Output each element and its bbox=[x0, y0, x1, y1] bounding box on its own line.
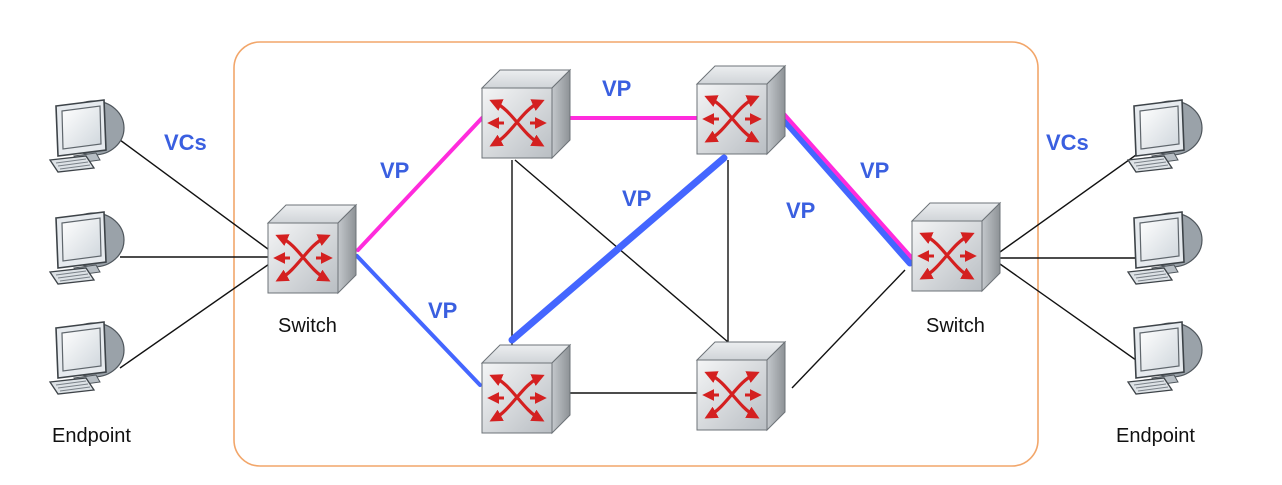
vcs-label-left: VCs bbox=[164, 130, 207, 155]
switch-label-left: Switch bbox=[278, 315, 337, 337]
vp-path-blue-center bbox=[508, 154, 728, 344]
vp-path-blue-right bbox=[782, 118, 914, 267]
endpoint-label-right: Endpoint bbox=[1116, 425, 1195, 447]
endpoint-left-2 bbox=[49, 211, 125, 285]
vp-label-right-upper: VP bbox=[860, 158, 889, 183]
vp-label-center: VP bbox=[622, 186, 651, 211]
vp-path-magenta-left bbox=[356, 116, 484, 252]
endpoint-right-2 bbox=[1127, 211, 1203, 285]
vp-path-magenta-right bbox=[782, 112, 914, 260]
vp-path-blue-left bbox=[355, 254, 482, 387]
vp-label-top: VP bbox=[602, 76, 631, 101]
vp-label-left-lower: VP bbox=[428, 298, 457, 323]
switch-bottom-right bbox=[697, 342, 785, 430]
network-boundary bbox=[233, 41, 1039, 467]
internal-links bbox=[511, 159, 906, 394]
vp-label-right-lower: VP bbox=[786, 198, 815, 223]
vp-label-left-upper: VP bbox=[380, 158, 409, 183]
endpoint-label-left: Endpoint bbox=[52, 425, 131, 447]
endpoint-right-3 bbox=[1127, 321, 1203, 395]
switch-label-right: Switch bbox=[926, 315, 985, 337]
endpoint-right-1 bbox=[1127, 99, 1203, 173]
switch-bottom-left bbox=[482, 345, 570, 433]
endpoint-links bbox=[119, 139, 1151, 371]
switch-left bbox=[268, 205, 356, 293]
endpoint-left-1 bbox=[49, 99, 125, 173]
vp-paths bbox=[355, 112, 914, 387]
switch-top-right bbox=[697, 66, 785, 154]
switch-top-left bbox=[482, 70, 570, 158]
switch-right bbox=[912, 203, 1000, 291]
vcs-label-right: VCs bbox=[1046, 130, 1089, 155]
endpoint-left-3 bbox=[49, 321, 125, 395]
